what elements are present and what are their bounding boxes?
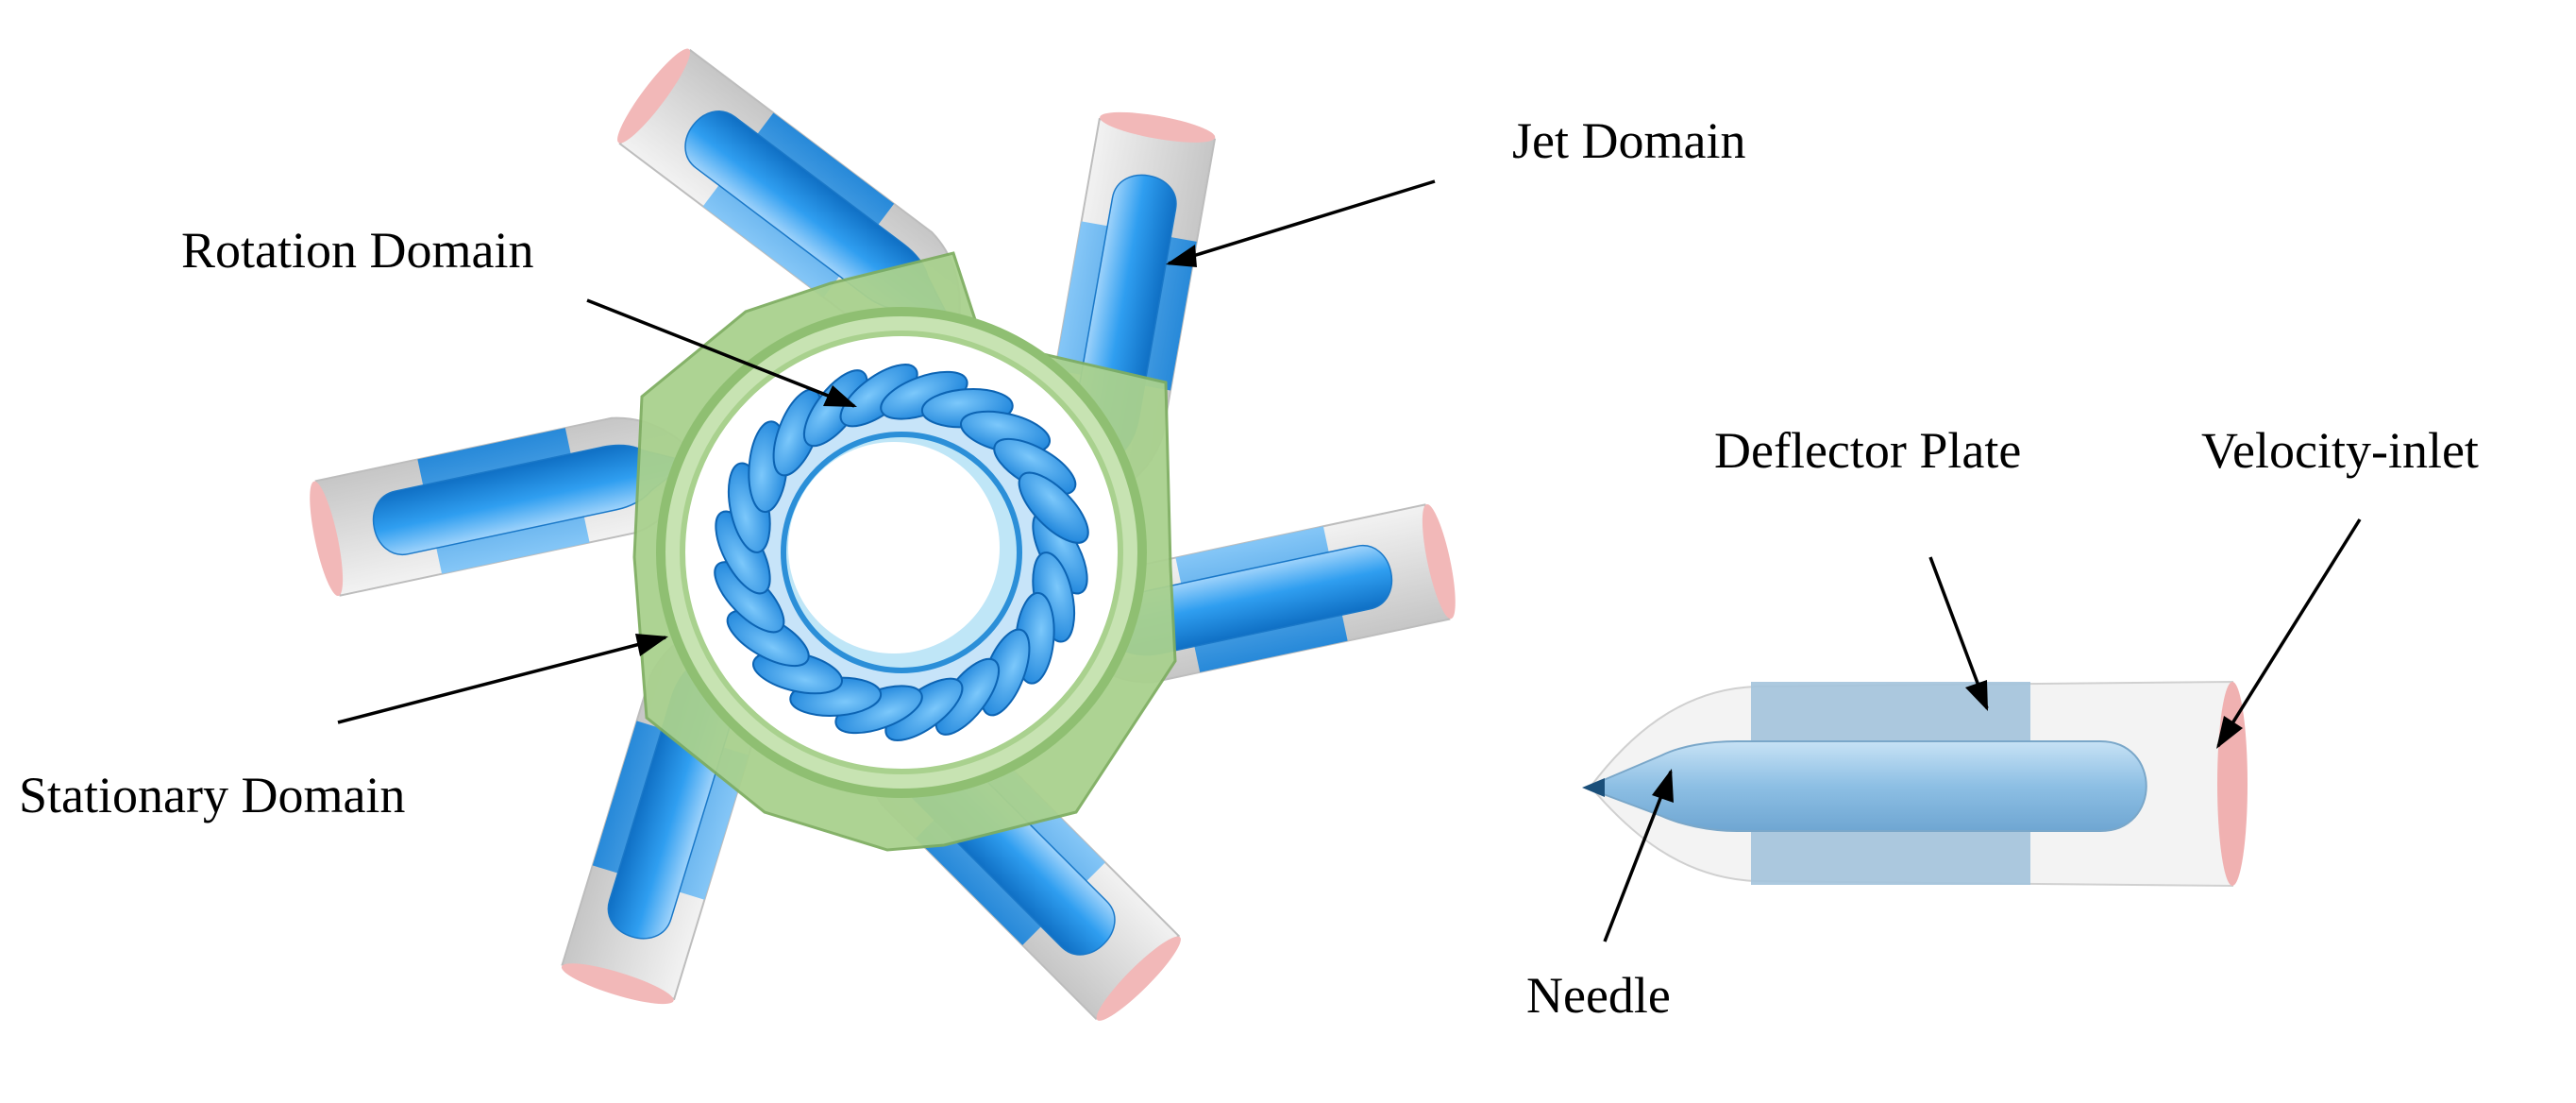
needle-label: Needle	[1526, 967, 1671, 1024]
needle-arrow	[1603, 771, 1673, 942]
nozzle-inlet-cap	[1422, 503, 1456, 619]
leader-arrows	[337, 179, 2362, 942]
rotation-domain-arrowhead	[823, 385, 857, 407]
jet-domain-label: Jet Domain	[1512, 112, 1746, 169]
jet-domain-arrow	[1168, 179, 1436, 265]
jet-domain-arrowhead	[1166, 245, 1197, 267]
runner-bucket	[1018, 471, 1089, 544]
stationary-domain-label: Stationary Domain	[19, 767, 406, 823]
rotation-domain-label: Rotation Domain	[181, 222, 534, 279]
nozzle-group	[310, 48, 1456, 1021]
rotation-domain	[714, 364, 1089, 741]
jet-detail-view	[1582, 680, 2248, 888]
runner-hub-hole	[788, 442, 1000, 653]
velocity-inlet-arrow	[2216, 518, 2362, 747]
nozzle-inlet-cap	[1096, 936, 1181, 1021]
velocity-inlet-label: Velocity-inlet	[2201, 422, 2479, 479]
nozzle-inlet-cap	[1100, 111, 1216, 143]
stationary-domain-arrowhead	[635, 634, 668, 656]
detail-velocity-inlet	[2217, 682, 2248, 886]
deflector-plate-arrow	[1928, 556, 1989, 709]
deflector-plate-label: Deflector Plate	[1714, 422, 2022, 479]
stationary-domain-arrow	[337, 636, 666, 724]
nozzle-2	[617, 48, 961, 339]
detail-needle-tip	[1582, 778, 1605, 797]
deflector-plate-arrowhead	[1965, 680, 1988, 711]
nozzle-inlet-cap	[561, 963, 674, 1005]
nozzle-3	[310, 416, 700, 597]
nozzle-inlet-cap	[310, 481, 344, 597]
nozzle-needle	[372, 444, 690, 555]
nozzle-inlet-cap	[617, 48, 691, 144]
rotation-domain-arrow	[586, 298, 855, 408]
needle-arrowhead	[1652, 769, 1674, 803]
detail-needle	[1583, 740, 2147, 832]
velocity-inlet-arrowhead	[2216, 716, 2243, 749]
